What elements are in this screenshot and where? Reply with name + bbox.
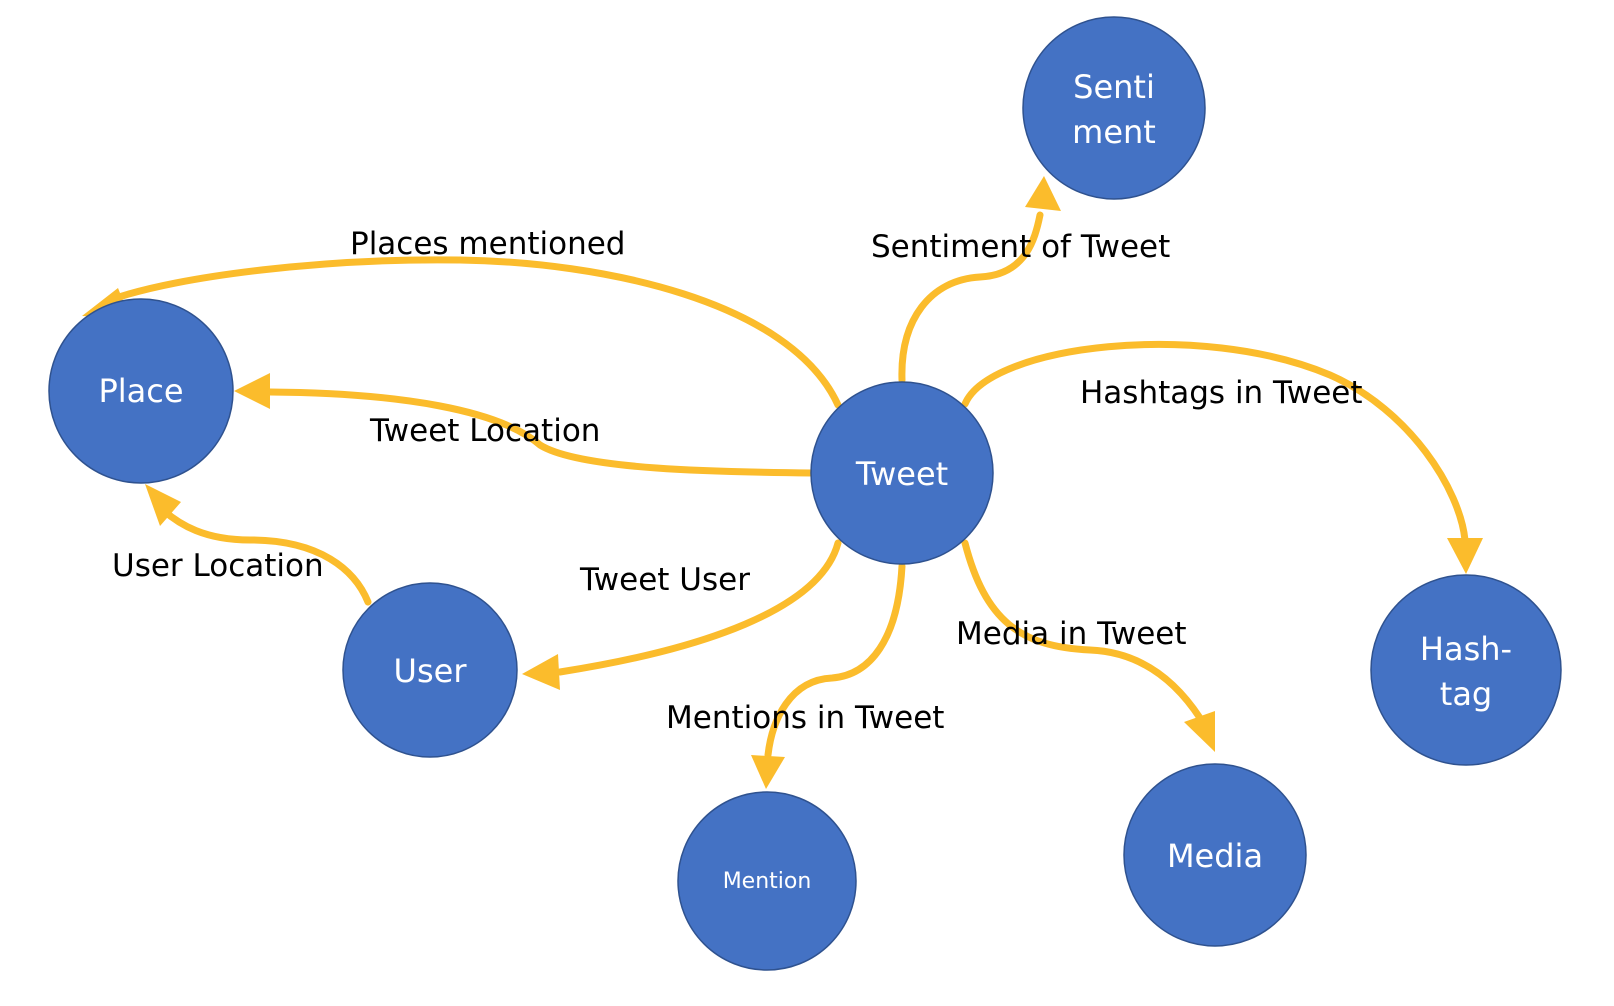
node-tweet[interactable]: Tweet [810,381,994,565]
edge-tweet-user [556,539,842,676]
edge-user-location [159,506,372,606]
label-hashtags-in-tweet: Hashtags in Tweet [1080,375,1363,411]
node-mention-label: Mention [723,869,812,894]
edge-media-in-tweet [961,539,1204,722]
arrowhead-tweet-user [522,654,560,690]
node-place-label: Place [98,372,183,410]
arrowhead-user-location [145,484,181,526]
label-tweet-location: Tweet Location [369,413,600,449]
node-media-label: Media [1167,837,1263,875]
node-place[interactable]: Place [48,298,234,484]
node-media[interactable]: Media [1123,763,1307,947]
node-tweet-label: Tweet [855,455,948,493]
label-places-mentioned: Places mentioned [350,226,625,262]
label-media-in-tweet: Media in Tweet [956,616,1187,652]
arrowhead-tweet-location [234,373,270,409]
node-hashtag[interactable]: Hash- tag [1370,574,1562,766]
edges [82,176,1483,789]
arrowhead-sentiment-of-tweet [1025,176,1061,211]
edge-labels: Places mentioned Tweet Location User Loc… [112,226,1363,736]
node-user[interactable]: User [342,582,518,758]
arrowhead-media-in-tweet [1184,711,1215,752]
edge-sentiment-of-tweet [898,211,1044,384]
node-mention[interactable]: Mention [677,791,857,971]
arrowhead-hashtags-in-tweet [1447,538,1483,574]
nodes: Senti ment Place Tweet User Mention Medi… [48,16,1562,971]
label-tweet-user: Tweet User [579,562,750,598]
node-user-label: User [394,652,468,690]
node-hashtag-label-1: Hash- [1420,630,1512,668]
label-sentiment-of-tweet: Sentiment of Tweet [871,229,1170,265]
node-hashtag-label-2: tag [1440,675,1492,713]
node-sentiment-label-1: Senti [1073,68,1155,106]
arrowhead-mentions-in-tweet [751,755,785,789]
edge-hashtags-in-tweet [961,340,1469,544]
node-sentiment[interactable]: Senti ment [1022,16,1206,200]
edge-mentions-in-tweet [764,562,906,759]
edge-tweet-location [266,388,816,477]
label-mentions-in-tweet: Mentions in Tweet [666,700,944,736]
node-sentiment-label-2: ment [1072,113,1156,151]
edge-places-mentioned [106,256,842,409]
label-user-location: User Location [112,548,324,584]
